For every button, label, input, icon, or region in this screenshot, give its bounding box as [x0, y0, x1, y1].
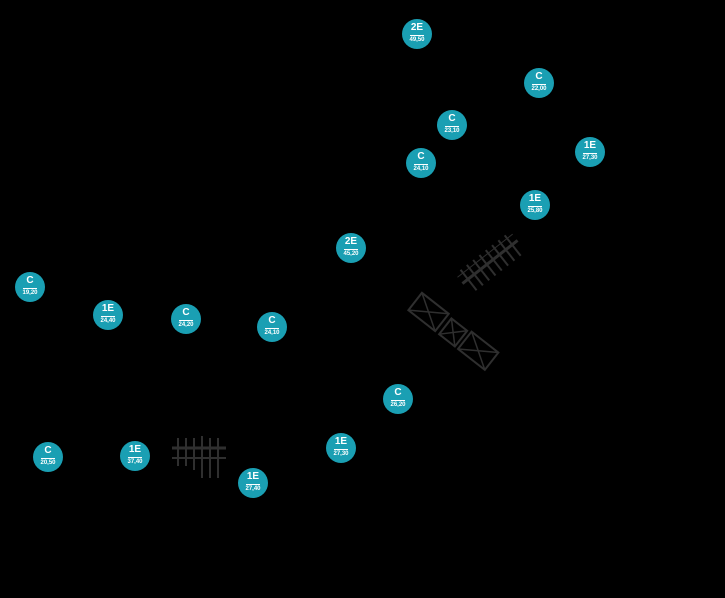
marker-c-26-20[interactable]: C 26,20: [383, 384, 413, 414]
marker-divider: [23, 288, 37, 289]
marker-divider: [445, 126, 459, 127]
marker-type: C: [182, 307, 190, 318]
marker-value: 26,20: [390, 402, 406, 408]
marker-type: 1E: [334, 436, 348, 447]
marker-1e-27-30[interactable]: 1E 27,30: [575, 137, 605, 167]
marker-value: 24,20: [178, 322, 194, 328]
marker-divider: [128, 457, 142, 458]
marker-value: 27,40: [245, 486, 261, 492]
marker-2e-49-50[interactable]: 2E 49,50: [402, 19, 432, 49]
marker-type: 1E: [101, 303, 115, 314]
marker-value: 24,10: [413, 166, 429, 172]
marker-type: 1E: [246, 471, 260, 482]
marker-divider: [41, 458, 55, 459]
marker-2e-45-20[interactable]: 2E 45,20: [336, 233, 366, 263]
marker-value: 25,80: [527, 208, 543, 214]
marker-value: 22,00: [531, 86, 547, 92]
marker-type: 2E: [410, 22, 424, 33]
marker-1e-37-40[interactable]: 1E 37,40: [120, 441, 150, 471]
marker-c-22-00[interactable]: C 22,00: [524, 68, 554, 98]
marker-type: C: [417, 151, 425, 162]
marker-1e-25-80[interactable]: 1E 25,80: [520, 190, 550, 220]
marker-divider: [414, 164, 428, 165]
marker-c-20-50[interactable]: C 20,50: [33, 442, 63, 472]
marker-value: 45,20: [343, 251, 359, 257]
marker-value: 24,10: [264, 330, 280, 336]
marker-value: 19,20: [22, 290, 38, 296]
marker-type: C: [268, 315, 276, 326]
marker-divider: [583, 153, 597, 154]
marker-c-19-20[interactable]: C 19,20: [15, 272, 45, 302]
marker-type: C: [44, 445, 52, 456]
marker-value: 37,40: [127, 459, 143, 465]
marker-value: 23,10: [444, 128, 460, 134]
marker-divider: [344, 249, 358, 250]
marker-divider: [179, 320, 193, 321]
marker-value: 24,40: [100, 318, 116, 324]
marker-divider: [532, 84, 546, 85]
marker-divider: [410, 35, 424, 36]
marker-type: 2E: [344, 236, 358, 247]
marker-divider: [246, 484, 260, 485]
marker-type: 1E: [583, 140, 597, 151]
marker-type: 1E: [528, 193, 542, 204]
marker-c-24-10[interactable]: C 24,10: [406, 148, 436, 178]
marker-divider: [101, 316, 115, 317]
marker-value: 27,30: [333, 451, 349, 457]
marker-c-24-10-b[interactable]: C 24,10: [257, 312, 287, 342]
marker-type: C: [26, 275, 34, 286]
marker-1e-24-40[interactable]: 1E 24,40: [93, 300, 123, 330]
marker-value: 27,30: [582, 155, 598, 161]
marker-type: C: [394, 387, 402, 398]
marker-value: 20,50: [40, 460, 56, 466]
marker-type: C: [535, 71, 543, 82]
marker-1e-27-30-b[interactable]: 1E 27,30: [326, 433, 356, 463]
marker-1e-27-40[interactable]: 1E 27,40: [238, 468, 268, 498]
stair-sketch-right: [457, 233, 522, 291]
marker-type: C: [448, 113, 456, 124]
marker-c-24-20[interactable]: C 24,20: [171, 304, 201, 334]
stair-sketch-left: [172, 436, 226, 478]
marker-divider: [265, 328, 279, 329]
marker-value: 49,50: [409, 37, 425, 43]
marker-c-23-10[interactable]: C 23,10: [437, 110, 467, 140]
marker-divider: [334, 449, 348, 450]
marker-type: 1E: [128, 444, 142, 455]
marker-divider: [528, 206, 542, 207]
marker-divider: [391, 400, 405, 401]
crossed-boxes: [406, 291, 500, 372]
